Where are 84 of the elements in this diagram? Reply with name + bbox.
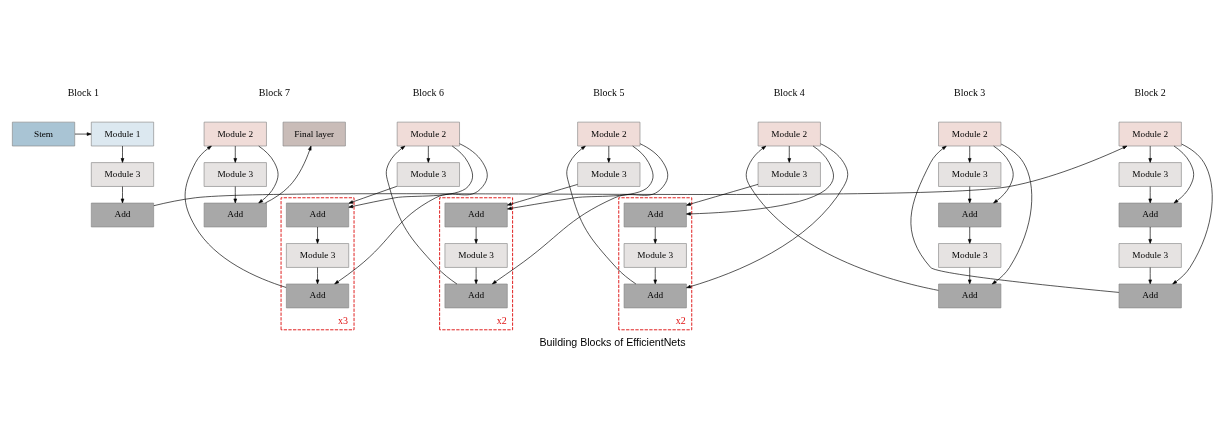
arrow [474, 267, 478, 285]
node-box: Module 3 [90, 162, 154, 187]
arrow [686, 184, 759, 206]
node-box: Module 3 [203, 162, 267, 187]
arrow [686, 143, 849, 289]
arrow [1172, 143, 1213, 285]
arrow [653, 267, 657, 285]
arrow [968, 145, 972, 163]
node-box: Module 2 [203, 121, 267, 147]
arrow [348, 186, 398, 204]
arrow [426, 145, 431, 163]
node-box: Module 3 [1118, 243, 1182, 268]
arrow [910, 145, 1120, 293]
arrow [787, 145, 791, 163]
node-box: Module 3 [444, 243, 508, 268]
arrow [153, 145, 1128, 207]
node-box: Module 2 [757, 121, 821, 147]
arrow [385, 145, 458, 285]
arrow [991, 143, 1033, 285]
node-box: Add [1118, 202, 1182, 228]
node-box: Module 2 [1118, 121, 1182, 147]
node-box: Module 1 [90, 121, 154, 147]
label: Block 7 [258, 86, 291, 98]
arrow [1148, 226, 1152, 244]
arrow [265, 145, 312, 204]
label: Block 1 [67, 86, 99, 98]
node-box: Module 3 [286, 243, 350, 268]
arrow [74, 132, 92, 136]
arrow [334, 143, 488, 285]
arrow [1148, 267, 1152, 285]
arrow [233, 186, 237, 204]
arrow [1173, 145, 1194, 204]
node-box: Module 3 [577, 162, 641, 187]
arrow [566, 145, 637, 285]
node-box: Module 3 [938, 162, 1002, 187]
node-box: Module 2 [938, 121, 1002, 147]
node-box: Add [623, 283, 687, 309]
label: Block 3 [954, 86, 986, 98]
node-box: Module 3 [1118, 162, 1182, 187]
arrow [607, 145, 611, 163]
arrow [745, 145, 939, 291]
caption: Building Blocks of EfficientNets [539, 336, 686, 349]
node-box: Module 2 [396, 121, 460, 147]
node-box: Module 3 [757, 162, 821, 187]
node-box: Add [1118, 283, 1182, 309]
arrow [258, 145, 279, 204]
arrow [968, 267, 972, 285]
arrow [120, 186, 125, 204]
node-box: Module 3 [938, 243, 1002, 268]
node-box: Add [203, 202, 267, 228]
arrow [233, 145, 237, 163]
node-box: Add [938, 202, 1002, 228]
arrow [968, 226, 972, 244]
node-box: Module 3 [396, 162, 460, 187]
arrow [348, 145, 473, 209]
arrow [1148, 186, 1152, 204]
label: Block 6 [412, 86, 444, 98]
node-box: Add [90, 202, 154, 228]
arrow [120, 145, 125, 163]
arrow [315, 226, 320, 244]
node-box: Add [286, 202, 350, 228]
node-box: Module 2 [577, 121, 641, 147]
node-box: Add [938, 283, 1002, 309]
node-box: Add [444, 202, 508, 228]
node-box: Final layer [282, 121, 346, 147]
arrow [686, 145, 834, 216]
arrow [507, 145, 654, 210]
node-box: Stem [12, 121, 76, 147]
arrow [653, 226, 657, 244]
node-box: Add [444, 283, 508, 309]
label: Block 5 [593, 86, 625, 98]
arrow [993, 145, 1014, 204]
arrow [492, 143, 669, 285]
arrow [474, 226, 478, 244]
arrow [968, 186, 972, 204]
arrow [507, 184, 578, 206]
label: Block 2 [1134, 86, 1166, 98]
node-box: Module 3 [623, 243, 687, 268]
label: Block 4 [773, 86, 805, 98]
node-box: Add [286, 283, 350, 309]
arrow [1148, 145, 1152, 163]
arrow [184, 145, 287, 288]
node-box: Add [623, 202, 687, 228]
arrow [315, 267, 320, 285]
